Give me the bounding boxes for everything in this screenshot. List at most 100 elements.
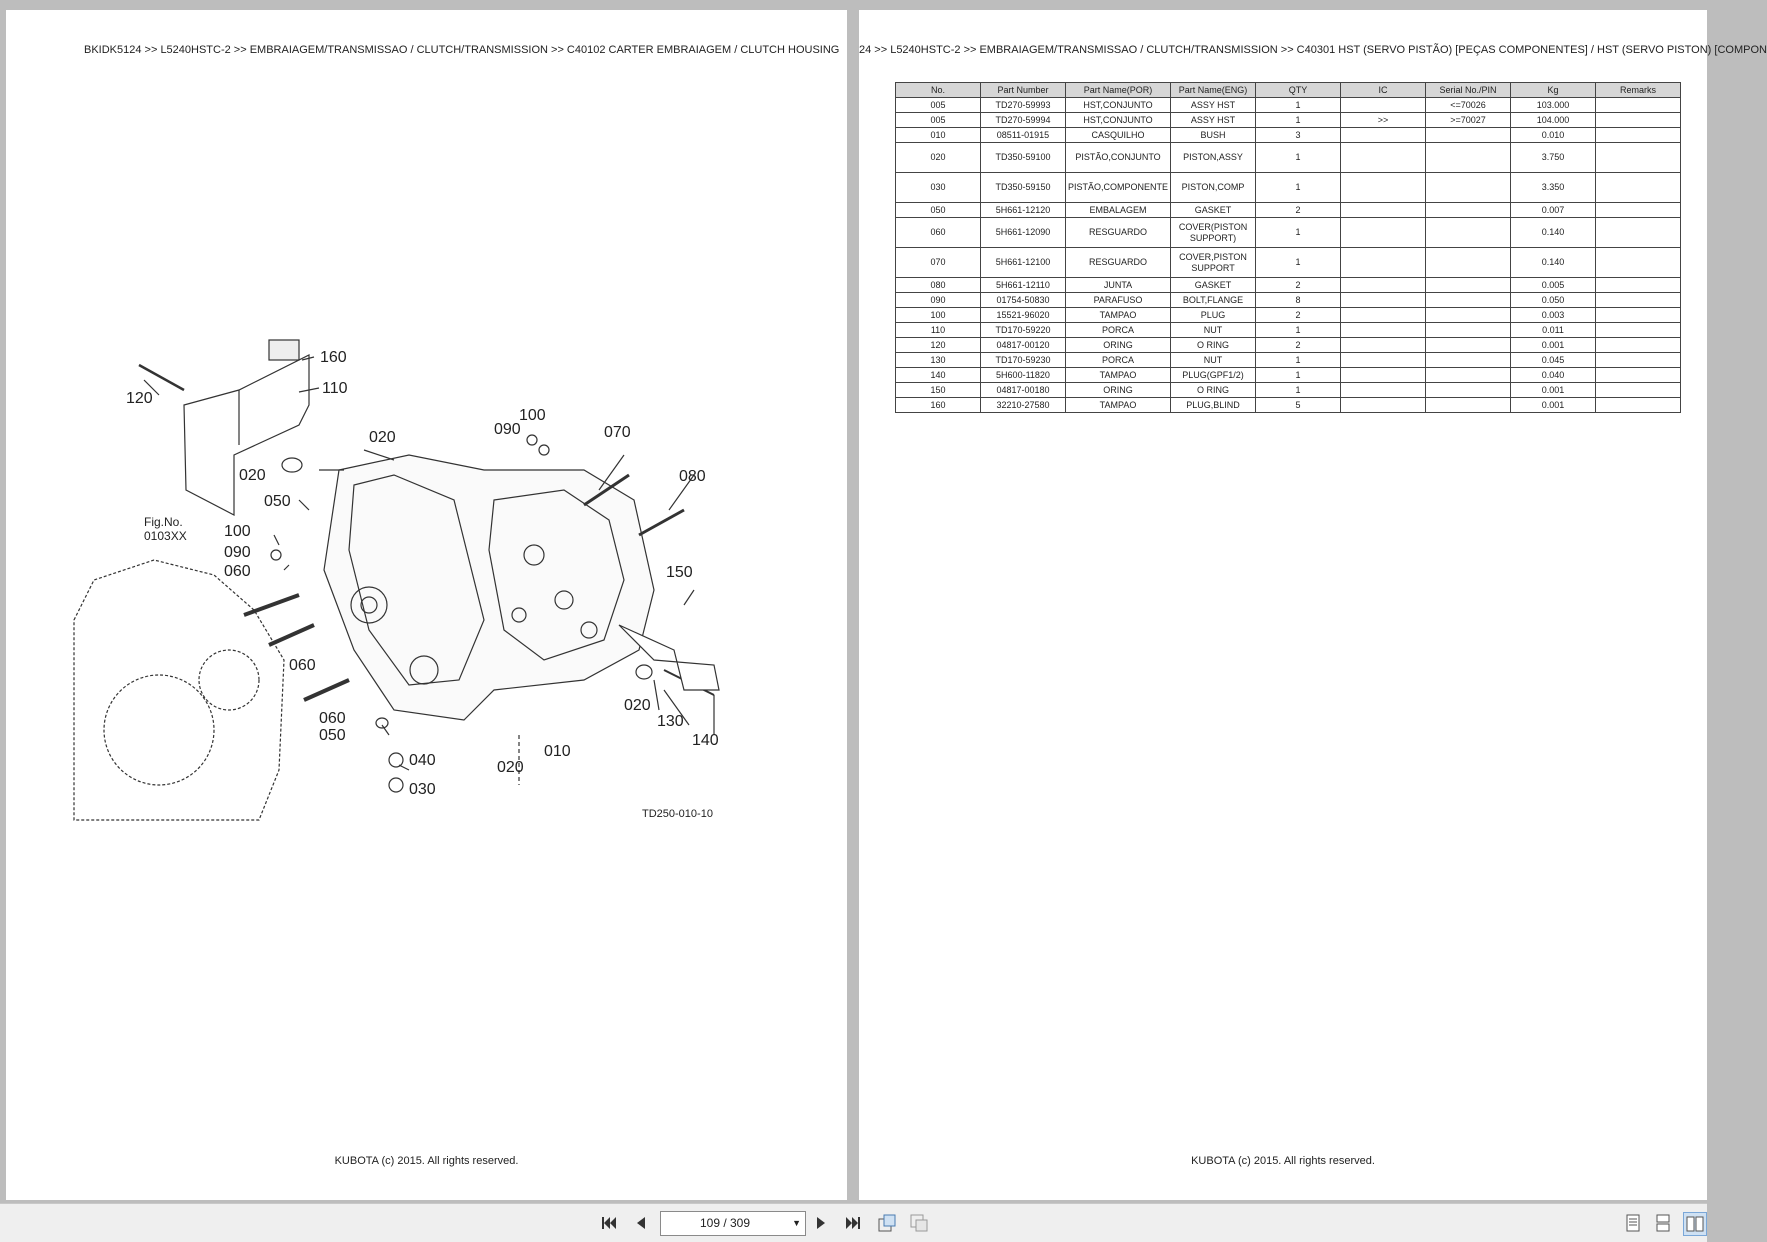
table-cell <box>1340 322 1427 338</box>
table-cell: 01754-50830 <box>980 292 1066 308</box>
table-cell: TD350-59100 <box>980 142 1066 173</box>
two-page-view-icon[interactable] <box>1683 1212 1707 1236</box>
table-cell: 070 <box>895 247 981 278</box>
table-cell: 1 <box>1255 367 1342 383</box>
next-page-icon[interactable] <box>810 1212 832 1234</box>
table-cell: PLUG,BLIND <box>1170 397 1257 413</box>
table-cell: 8 <box>1255 292 1342 308</box>
callout-label: 130 <box>657 713 684 730</box>
fit-page-icon[interactable] <box>908 1212 930 1234</box>
callout-label: 070 <box>604 424 631 441</box>
table-cell <box>1425 322 1512 338</box>
drawing-id: TD250-010-10 <box>642 808 713 820</box>
column-header: Serial No./PIN <box>1425 82 1512 98</box>
callout-label: 040 <box>409 752 436 769</box>
table-cell <box>1425 382 1512 398</box>
table-cell <box>1425 247 1512 278</box>
table-cell <box>1595 217 1682 248</box>
first-page-icon[interactable] <box>598 1212 620 1234</box>
table-cell <box>1340 397 1427 413</box>
callout-label: 030 <box>409 781 436 798</box>
callout-label: 160 <box>320 349 347 366</box>
table-cell: O RING <box>1170 337 1257 353</box>
table-cell <box>1340 337 1427 353</box>
callout-label: 020 <box>624 697 651 714</box>
table-cell: TAMPAO <box>1064 307 1172 323</box>
table-cell: 1 <box>1255 217 1342 248</box>
right-page-footer: KUBOTA (c) 2015. All rights reserved. <box>1191 1155 1375 1167</box>
table-cell <box>1340 217 1427 248</box>
table-cell <box>1595 247 1682 278</box>
table-cell: 0.140 <box>1510 247 1597 278</box>
table-cell <box>1340 142 1427 173</box>
table-cell <box>1425 307 1512 323</box>
table-cell <box>1340 292 1427 308</box>
table-cell: 0.140 <box>1510 217 1597 248</box>
table-cell: PORCA <box>1064 322 1172 338</box>
single-page-view-icon[interactable] <box>1622 1212 1644 1234</box>
table-cell: 120 <box>895 337 981 353</box>
callout-label: 140 <box>692 732 719 749</box>
table-cell <box>1425 127 1512 143</box>
table-cell <box>1425 202 1512 218</box>
callout-label: 010 <box>544 743 571 760</box>
table-cell: 0.001 <box>1510 397 1597 413</box>
table-cell: PARAFUSO <box>1064 292 1172 308</box>
table-cell: NUT <box>1170 322 1257 338</box>
table-cell: 110 <box>895 322 981 338</box>
table-cell <box>1425 172 1512 203</box>
column-header: Kg <box>1510 82 1597 98</box>
last-page-icon[interactable] <box>842 1212 864 1234</box>
left-document-page: BKIDK5124 >> L5240HSTC-2 >> EMBRAIAGEM/T… <box>6 10 847 1200</box>
table-cell: 2 <box>1255 307 1342 323</box>
table-cell: 04817-00120 <box>980 337 1066 353</box>
table-cell <box>1595 367 1682 383</box>
column-header: QTY <box>1255 82 1342 98</box>
table-cell: 08511-01915 <box>980 127 1066 143</box>
rotate-icon[interactable] <box>876 1212 898 1234</box>
table-cell <box>1595 382 1682 398</box>
table-cell: PORCA <box>1064 352 1172 368</box>
table-cell: 32210-27580 <box>980 397 1066 413</box>
table-cell: COVER(PISTON SUPPORT) <box>1170 217 1257 248</box>
previous-page-icon[interactable] <box>630 1212 652 1234</box>
table-cell: BUSH <box>1170 127 1257 143</box>
chevron-down-icon[interactable]: ▼ <box>792 1218 801 1228</box>
table-cell <box>1425 142 1512 173</box>
table-cell: TD270-59994 <box>980 112 1066 128</box>
table-cell: 0.011 <box>1510 322 1597 338</box>
column-header: Part Name(ENG) <box>1170 82 1257 98</box>
callout-label: 100 <box>519 407 546 424</box>
table-cell <box>1595 307 1682 323</box>
table-cell <box>1425 337 1512 353</box>
page-number-field[interactable]: 109 / 309 ▼ <box>660 1211 806 1236</box>
table-cell: GASKET <box>1170 202 1257 218</box>
table-cell: 060 <box>895 217 981 248</box>
table-cell <box>1595 97 1682 113</box>
table-cell: ORING <box>1064 382 1172 398</box>
callout-label: 150 <box>666 564 693 581</box>
table-cell: 160 <box>895 397 981 413</box>
table-cell <box>1595 292 1682 308</box>
table-cell: 5H661-12090 <box>980 217 1066 248</box>
table-cell: >=70027 <box>1425 112 1512 128</box>
continuous-view-icon[interactable] <box>1652 1212 1674 1234</box>
table-cell: 0.040 <box>1510 367 1597 383</box>
column-header: Part Number <box>980 82 1066 98</box>
table-cell: RESGUARDO <box>1064 247 1172 278</box>
table-cell: 15521-96020 <box>980 307 1066 323</box>
table-cell: 0.005 <box>1510 277 1597 293</box>
table-cell: 3.750 <box>1510 142 1597 173</box>
table-cell: 1 <box>1255 112 1342 128</box>
column-header: IC <box>1340 82 1427 98</box>
table-cell: PISTON,ASSY <box>1170 142 1257 173</box>
callout-label: 090 <box>494 421 521 438</box>
table-cell <box>1595 172 1682 203</box>
table-cell <box>1595 127 1682 143</box>
